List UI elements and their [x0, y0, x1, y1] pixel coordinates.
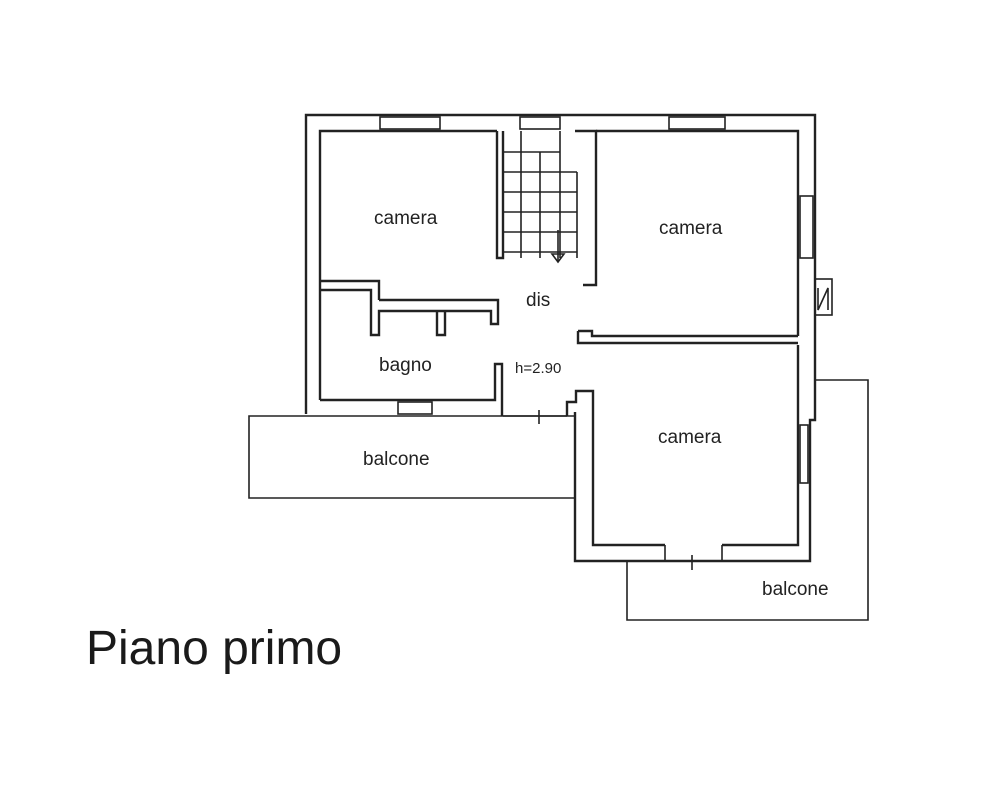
balconies: [248, 379, 869, 621]
window-right-lower: [799, 424, 809, 484]
room-label-camera-bottom-right: camera: [658, 427, 722, 448]
interior-walls: [320, 131, 798, 424]
chimney: [814, 278, 833, 316]
room-label-camera-top-left: camera: [374, 208, 438, 229]
ceiling-height-label: h=2.90: [515, 360, 561, 377]
door-marks: [664, 545, 723, 570]
window-top-right: [668, 116, 726, 130]
staircase: [503, 131, 578, 264]
floor-title: Piano primo: [86, 622, 342, 675]
room-label-bagno: bagno: [379, 355, 432, 376]
balcone-left-outline: [248, 415, 575, 499]
window-top-left: [379, 116, 441, 130]
outer-walls: [304, 113, 817, 563]
room-label-camera-top-right: camera: [659, 218, 723, 239]
room-label-balcone-right: balcone: [762, 579, 829, 600]
room-label-dis: dis: [526, 290, 550, 311]
window-bagno: [397, 401, 433, 415]
windows: [379, 116, 814, 484]
window-right-upper: [799, 195, 814, 259]
balcone-right-outline: [626, 379, 869, 621]
room-label-balcone-left: balcone: [363, 449, 430, 470]
window-stair: [519, 116, 561, 130]
